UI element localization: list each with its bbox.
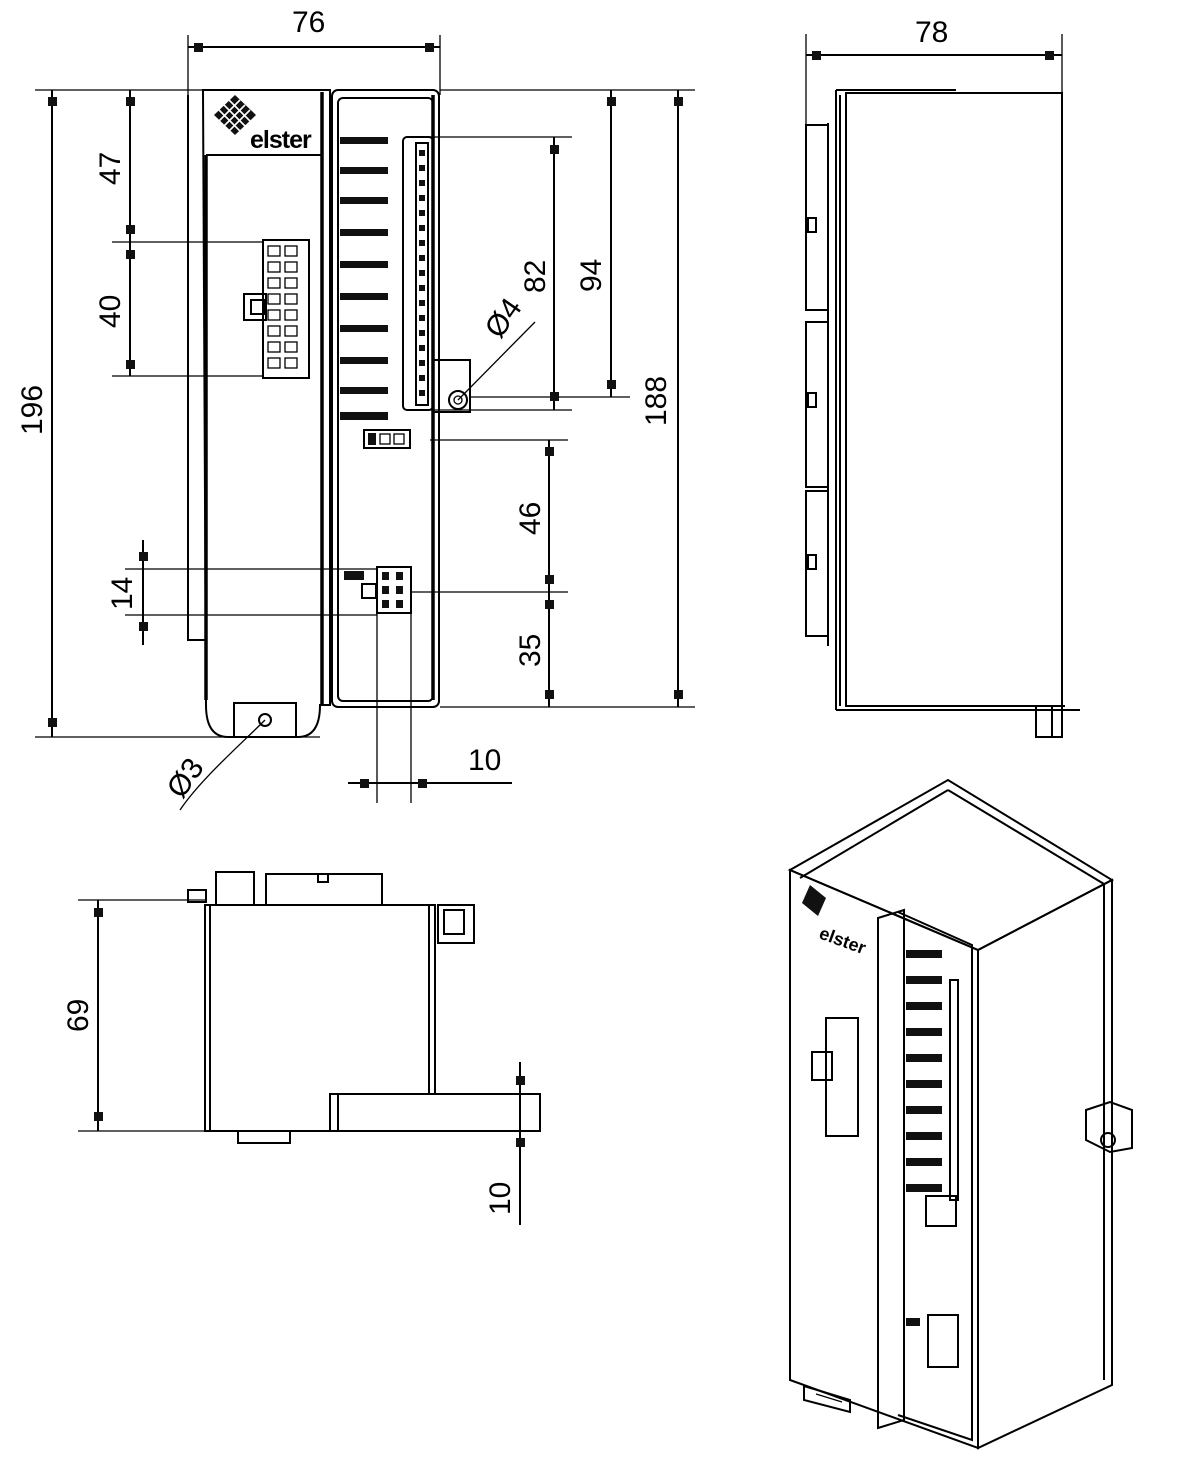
lower-connector [344, 566, 412, 614]
iso-logo-icon [802, 885, 826, 916]
dim-lower-span: 46 [514, 502, 547, 535]
mounting-tab [433, 359, 471, 413]
front-view: elster [16, 6, 695, 811]
dim-small-span: 14 [106, 577, 139, 610]
connector-block [243, 239, 310, 379]
dim-rail-offset: 10 [484, 1182, 517, 1215]
front-dimension-lines [35, 35, 695, 811]
isometric-view: elster [787, 778, 1133, 1450]
dim-terminal-height: 82 [519, 260, 552, 293]
dim-top-to-connector: 47 [94, 152, 127, 185]
dim-connector-height: 40 [94, 295, 127, 328]
iso-mounting-tab [1085, 1100, 1133, 1154]
elster-logo-icon [214, 95, 256, 135]
iso-brand-text: elster [817, 923, 869, 958]
dim-overall-height: 196 [16, 385, 49, 435]
bottom-view: 69 10 [62, 871, 541, 1225]
terminal-strip [340, 136, 434, 449]
side-view: 78 [805, 16, 1080, 738]
dim-bottom-span: 35 [514, 634, 547, 667]
dim-height: 69 [62, 999, 95, 1032]
dim-bottom-width: 10 [468, 744, 501, 777]
dim-terminal-block-height: 94 [575, 259, 608, 292]
dim-depth: 78 [915, 16, 948, 49]
dim-width: 76 [292, 6, 325, 39]
dim-hole-small: Ø3 [161, 752, 211, 804]
brand-logo-text: elster [250, 126, 312, 154]
dim-mount-height: 188 [640, 376, 673, 426]
